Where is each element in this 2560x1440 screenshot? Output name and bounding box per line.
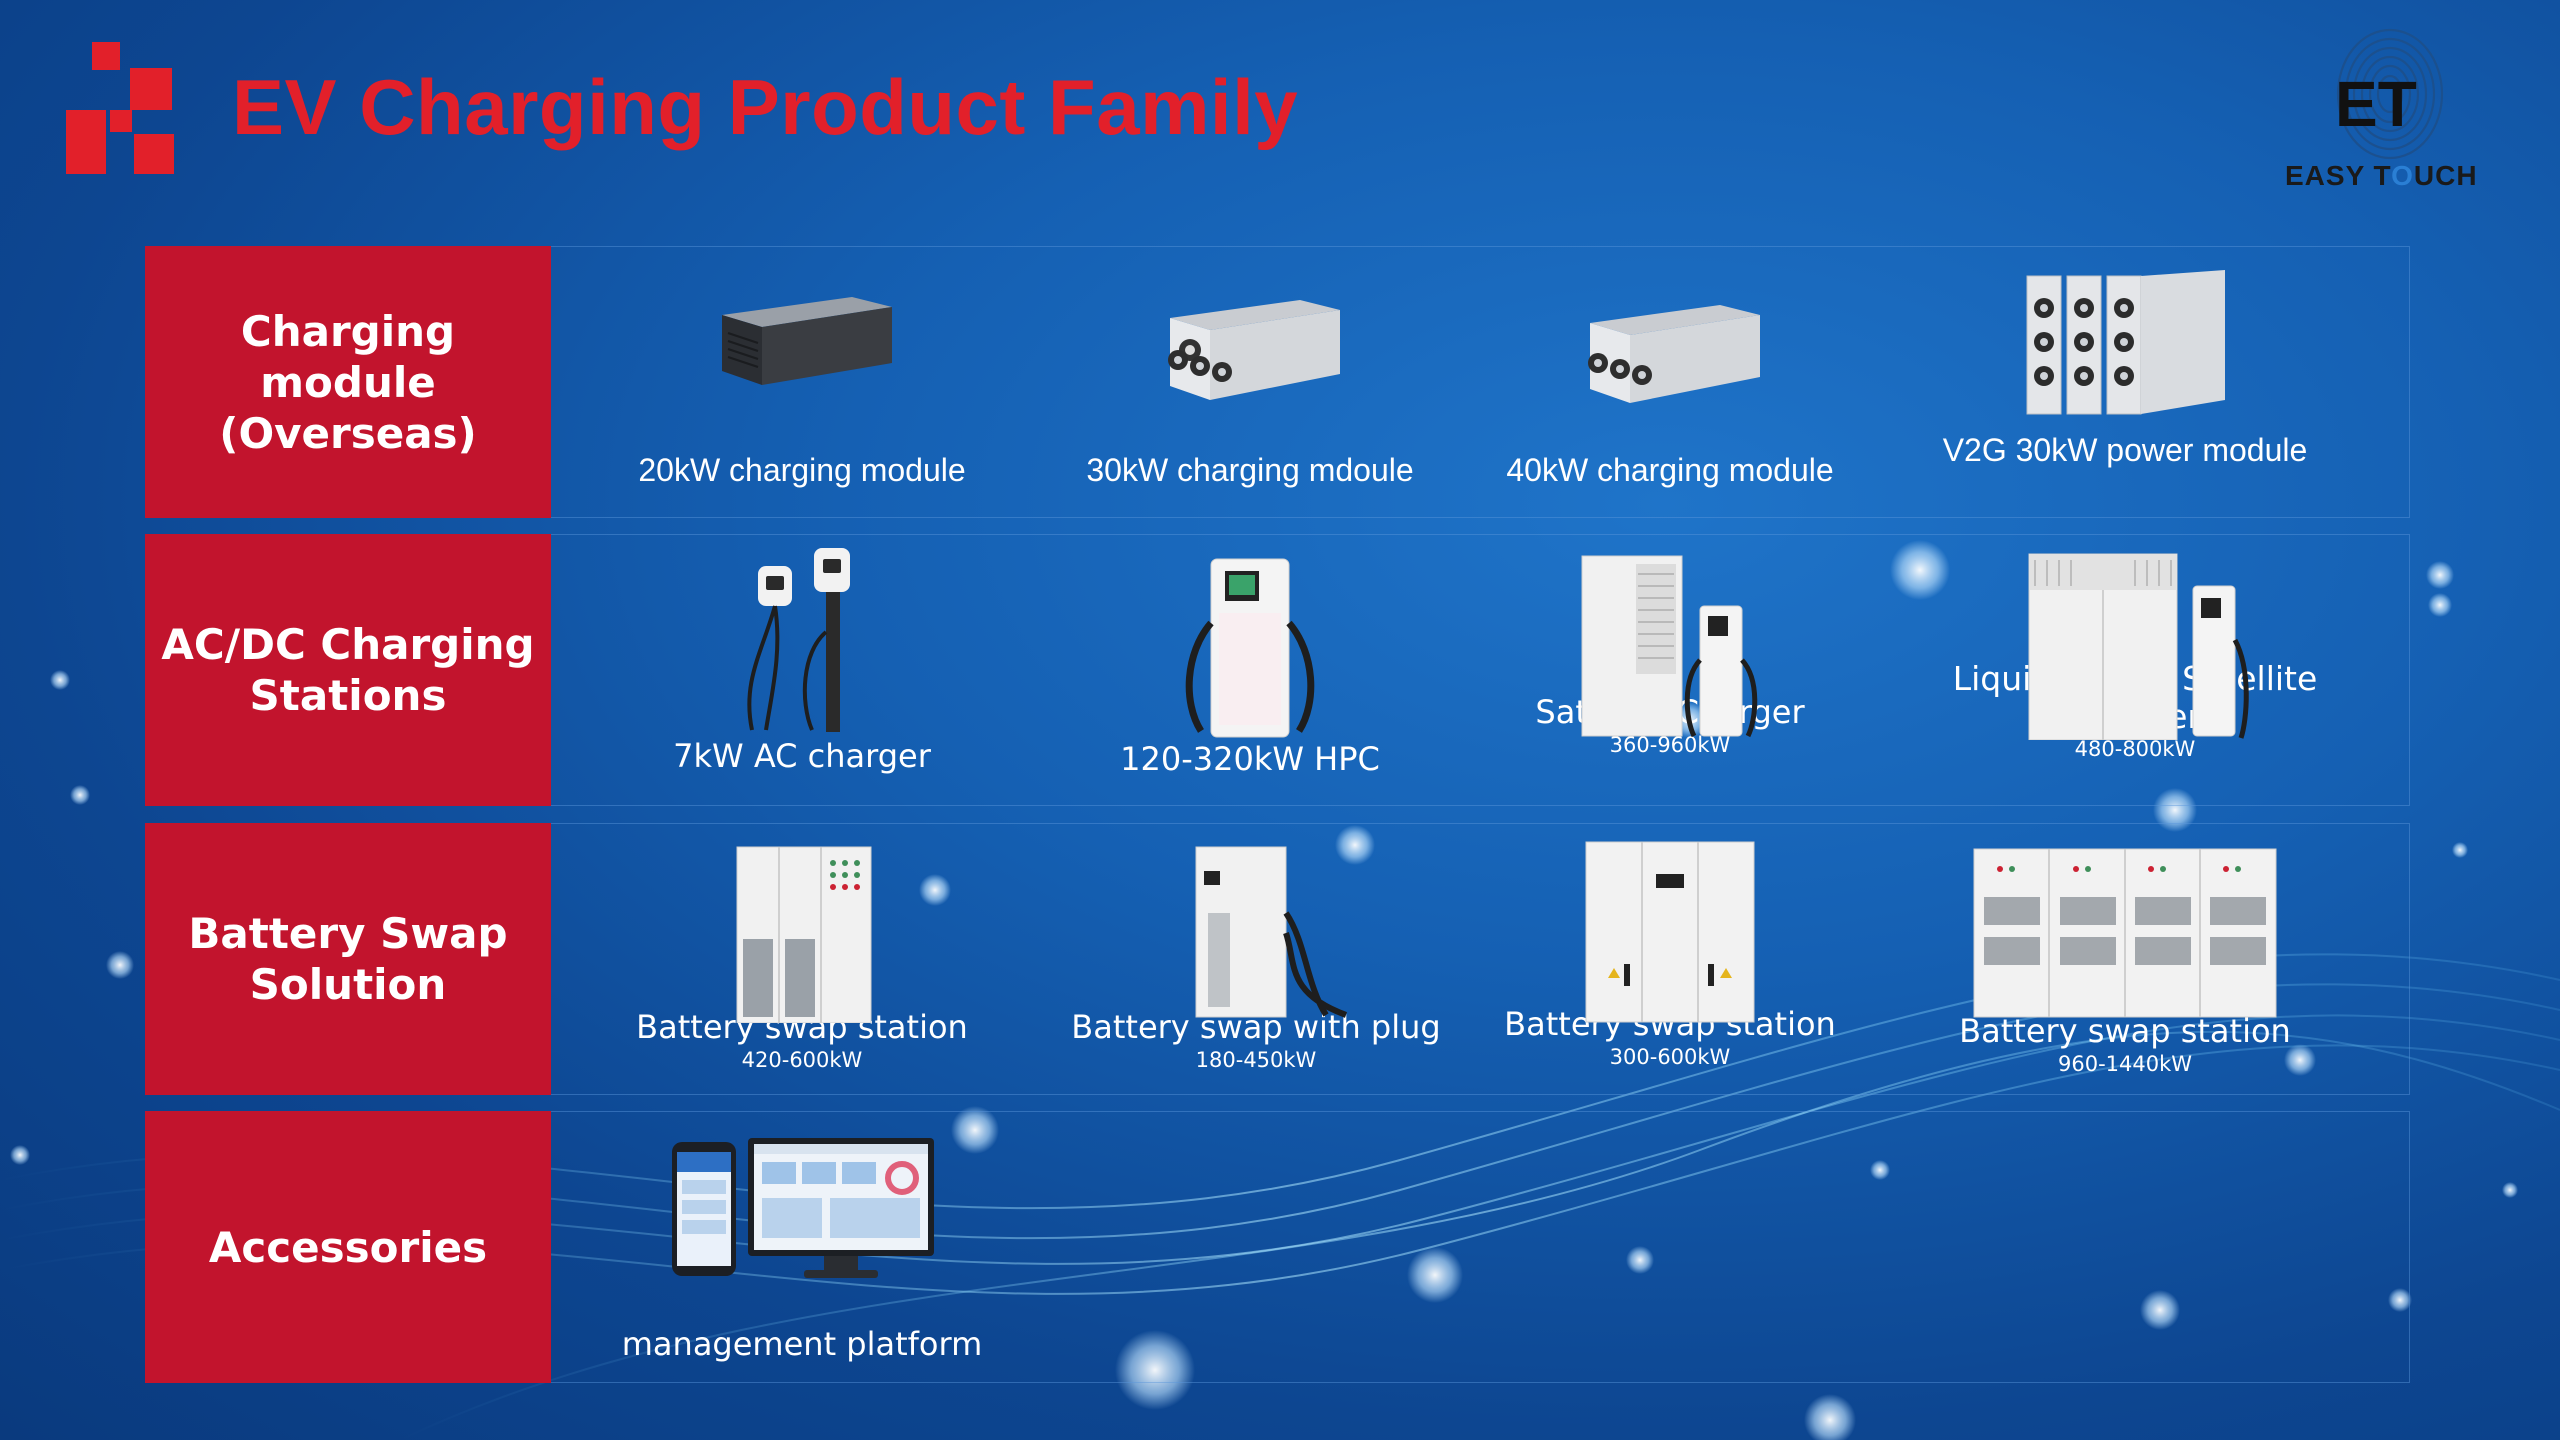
product-v2g-module[interactable]: V2G 30kW power module — [1915, 268, 2335, 470]
hpc-charger-icon — [1185, 558, 1315, 738]
product-swap-station-960[interactable]: Battery swap station 960-1440kW — [1915, 845, 2335, 1077]
product-spec: 960-1440kW — [2057, 1052, 2193, 1076]
product-20kw-module[interactable]: 20kW charging module — [592, 285, 1012, 490]
charging-module-black-icon — [722, 297, 892, 385]
category-charging-module: Charging module (Overseas) — [145, 246, 551, 518]
product-label: management platform — [621, 1325, 983, 1363]
product-label: 40kW charging module — [1506, 452, 1834, 488]
brand-name: EASY TOUCH — [2285, 160, 2478, 191]
product-label: Battery swap station — [1959, 1012, 2291, 1050]
category-accessories: Accessories — [145, 1111, 551, 1383]
product-spec: 420-600kW — [741, 1048, 863, 1072]
swap-cabinet-icon — [736, 846, 872, 1023]
product-swap-with-plug[interactable]: Battery swap with plug 180-450kW — [1046, 843, 1466, 1073]
product-satellite-charger[interactable]: Satellite Charger 360-960kW — [1460, 550, 1880, 758]
product-spec: 180-450kW — [1195, 1048, 1317, 1072]
product-40kw-module[interactable]: 40kW charging module — [1460, 295, 1880, 490]
management-platform-icon — [672, 1138, 934, 1278]
liquid-cooled-charger-icon — [2028, 553, 2249, 740]
charging-module-3fan-icon — [1168, 300, 1340, 400]
page-title: EV Charging Product Family — [232, 63, 1299, 151]
category-battery-swap: Battery Swap Solution — [145, 823, 551, 1095]
product-swap-station-300[interactable]: Battery swap station 300-600kW — [1460, 838, 1880, 1070]
ac-charger-icon — [747, 548, 850, 732]
product-hpc[interactable]: 120-320kW HPC — [1040, 553, 1460, 779]
product-label: 120-320kW HPC — [1120, 740, 1380, 778]
product-label: 30kW charging mdoule — [1086, 452, 1414, 488]
swap-plug-icon — [1195, 846, 1348, 1018]
product-spec: 300-600kW — [1609, 1045, 1731, 1069]
product-management-platform[interactable]: management platform — [592, 1136, 1012, 1364]
satellite-charger-icon — [1581, 555, 1758, 738]
product-spec: 480-800kW — [2074, 737, 2196, 761]
brand-fingerprint-logo-icon: ET — [2335, 28, 2444, 160]
charging-module-3fan-icon — [1588, 305, 1760, 403]
product-label: V2G 30kW power module — [1942, 432, 2308, 468]
product-label: 20kW charging module — [638, 452, 966, 488]
category-acdc-stations: AC/DC Charging Stations — [145, 534, 551, 806]
product-7kw-ac[interactable]: 7kW AC charger — [592, 542, 1012, 776]
product-liquid-cooled[interactable]: Liquid cooled Satellite Charger 480-800k… — [1925, 550, 2345, 762]
product-30kw-module[interactable]: 30kW charging mdoule — [1040, 290, 1460, 490]
v2g-power-module-icon — [2026, 270, 2225, 415]
product-spec: 360-960kW — [1609, 733, 1731, 757]
swap-cabinet-wide-icon — [1585, 841, 1755, 1023]
product-label: 7kW AC charger — [673, 737, 931, 775]
brand-monogram: ET — [2335, 68, 2417, 140]
swap-cabinet-large-icon — [1973, 848, 2277, 1018]
product-swap-station-420[interactable]: Battery swap station 420-600kW — [592, 843, 1012, 1073]
